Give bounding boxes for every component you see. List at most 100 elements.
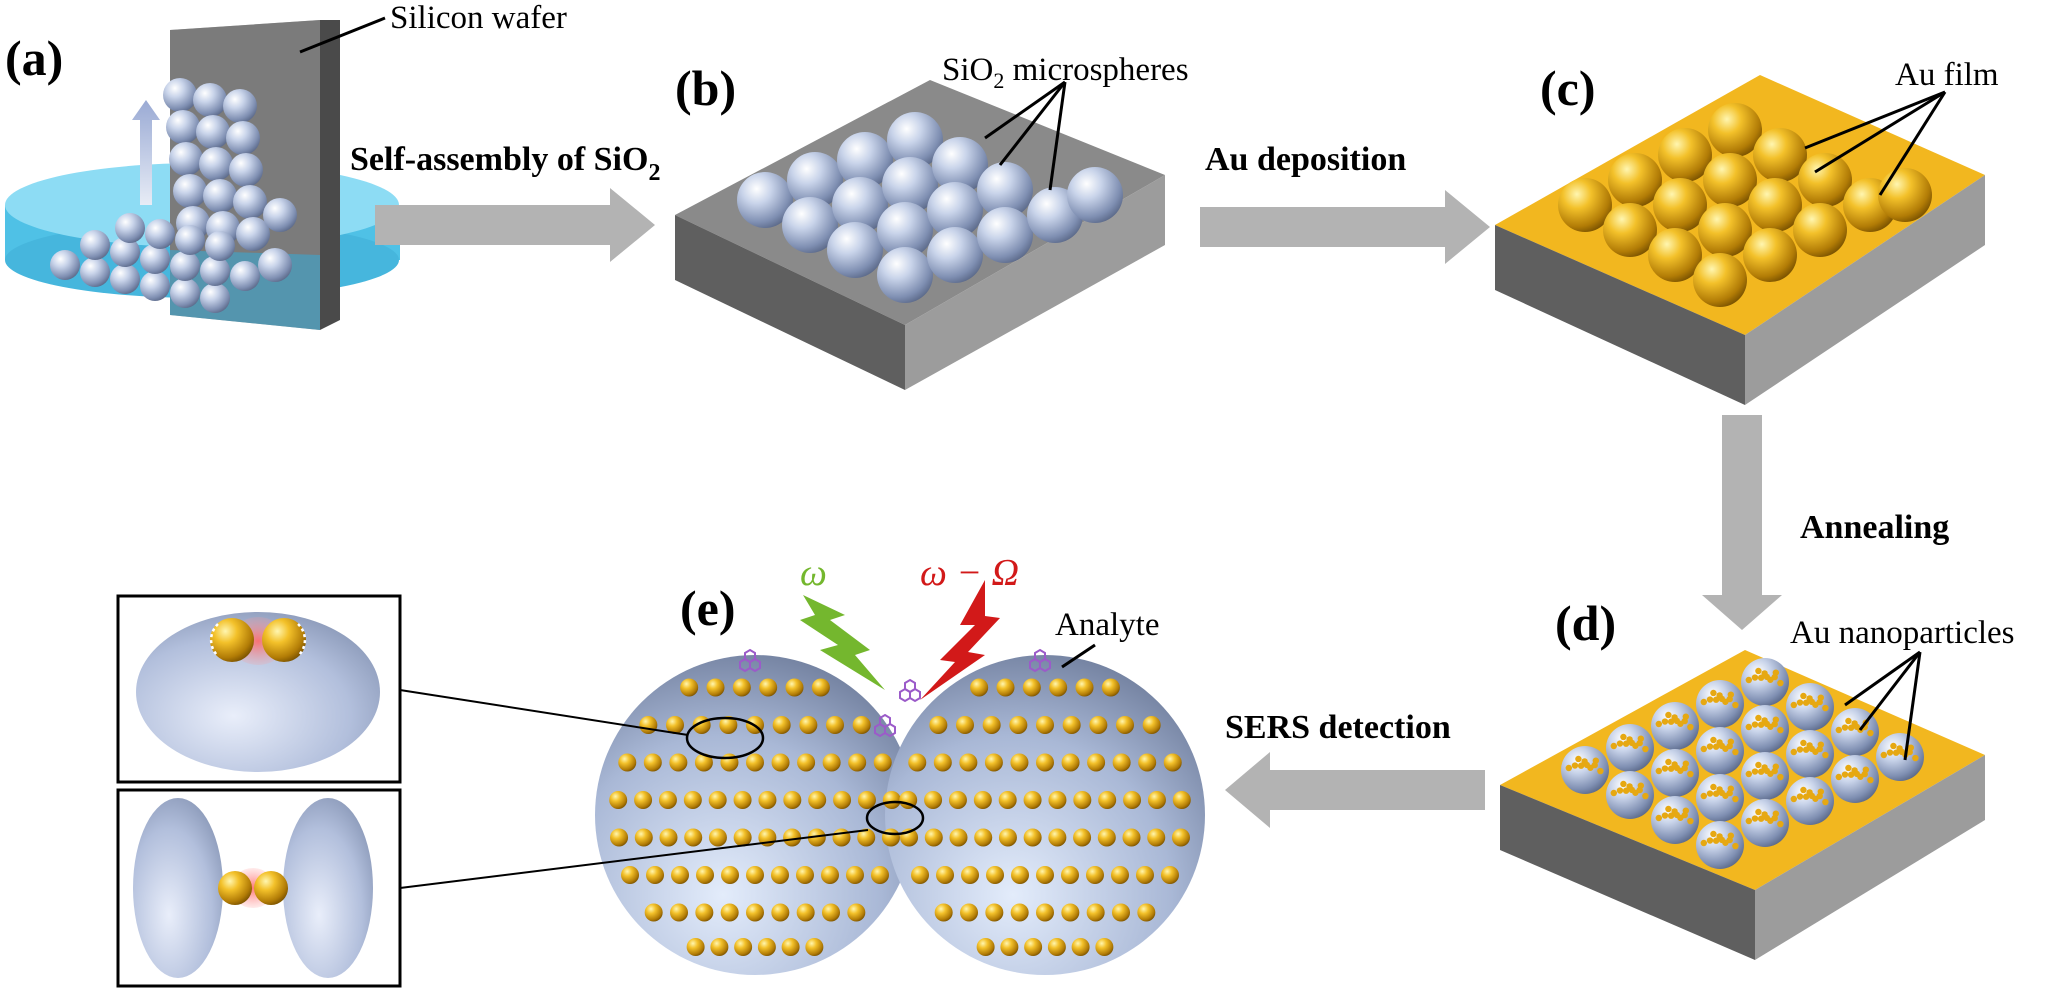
sio2-microspheres-leaders (984, 80, 1067, 191)
gold-nanoparticle (1890, 742, 1897, 750)
gold-nanoparticle (1160, 866, 1179, 884)
gold-nanoparticle (1845, 717, 1852, 725)
gold-nanoparticle (1642, 745, 1649, 753)
gold-nanoparticle (1010, 903, 1029, 922)
silicon-wafer-leader (299, 16, 386, 54)
gold-nanoparticle (1577, 762, 1585, 769)
gold-nanoparticle (1755, 667, 1762, 675)
panel-d: (d) Au nanoparticles (1500, 595, 2015, 960)
analyte-label: Analyte (1055, 607, 1159, 643)
gold-nanoparticle (882, 791, 901, 809)
gold-nanoparticle (929, 716, 948, 734)
gold-nanoparticle (1023, 828, 1042, 847)
inset-bottom (116, 788, 402, 988)
gold-nanoparticle (1655, 814, 1663, 822)
gold-nanoparticle (959, 753, 978, 772)
gold-nanoparticle (1655, 720, 1663, 728)
gold-nanoparticle (759, 678, 778, 697)
gold-nanoparticle (1048, 791, 1067, 809)
gold-nanoparticle (822, 753, 841, 772)
gold-nanoparticles-on-spheres (609, 678, 1191, 956)
gold-nanoparticle (1642, 792, 1649, 800)
gold-nanoparticle (734, 938, 753, 956)
withdraw-arrow-icon (132, 100, 160, 205)
gold-nanoparticle (1767, 723, 1774, 730)
self-assembly-label: Self-assembly of SiO2 (350, 141, 660, 186)
au-film-leaders (1804, 90, 1947, 196)
gold-nanoparticle (609, 791, 628, 809)
gold-nanoparticle (1745, 723, 1753, 731)
gold-nanoparticle (1616, 740, 1624, 747)
gold-nanoparticle (733, 828, 752, 847)
gold-nanoparticle (1700, 745, 1708, 753)
gold-nanoparticle (686, 938, 705, 956)
gold-nanoparticle (1123, 791, 1142, 809)
gold-nanoparticle (785, 678, 804, 697)
gold-nanoparticle (1089, 716, 1108, 734)
gold-nanoparticle (621, 866, 640, 884)
gold-nanoparticle (634, 791, 653, 809)
step-arrow-bc (1200, 190, 1490, 264)
gold-nanoparticle (781, 938, 800, 956)
panel-b-label: (b) (675, 60, 736, 116)
gold-nanoparticle (1036, 903, 1054, 922)
gold-nanoparticle (770, 866, 789, 884)
gold-nanoparticle (1665, 805, 1672, 813)
gold-nanoparticle (936, 866, 955, 884)
gold-nanoparticle (732, 678, 751, 697)
gold-nanoparticle (1022, 678, 1041, 697)
gold-nanoparticle (1616, 787, 1624, 794)
gold-nanoparticle (1597, 767, 1604, 775)
gold-nanoparticle (757, 938, 776, 956)
au-nanoparticles-label: Au nanoparticles (1790, 615, 2015, 651)
gold-nanoparticle (973, 791, 992, 809)
gold-nanoparticle (1661, 812, 1669, 819)
gold-nanoparticle (1822, 751, 1829, 759)
gold-nanoparticle (796, 903, 815, 922)
gold-nanoparticle (694, 753, 713, 772)
gold-nanoparticle (1745, 770, 1753, 778)
gold-nanoparticle (746, 866, 764, 884)
gold-nanoparticle (1755, 761, 1762, 769)
gold-nanoparticle (996, 678, 1015, 697)
gold-nanoparticle (998, 791, 1017, 809)
gold-nanoparticle (1841, 771, 1849, 778)
gold-nanoparticle (710, 938, 729, 956)
nanoparticle-decorated-sphere-array (1561, 658, 1924, 869)
panel-e: (e) ω ω − Ω Analyte (595, 552, 1205, 975)
gold-nanoparticle (1665, 758, 1672, 766)
gold-nanoparticle (1687, 770, 1694, 778)
gold-nanoparticle (1687, 817, 1694, 825)
gold-nanoparticle (1822, 798, 1829, 806)
gold-nanoparticle (1777, 773, 1784, 781)
gold-nanoparticle (1632, 742, 1639, 749)
gold-nanoparticle (1171, 828, 1190, 847)
gold-nanoparticle (659, 828, 678, 847)
gold-nanoparticle (1757, 721, 1765, 728)
gold-nanoparticle (974, 828, 993, 847)
gold-nanoparticle (1710, 830, 1717, 838)
gold-nanoparticle (1095, 938, 1114, 956)
gold-nanoparticle (1667, 718, 1675, 725)
gold-nanoparticle (1751, 815, 1759, 822)
scattered-bolt-icon (920, 580, 1000, 700)
gold-nanoparticle (1571, 762, 1579, 769)
gold-nanoparticle (1800, 739, 1807, 747)
gold-nanoparticle (934, 903, 953, 922)
gold-nanoparticle (1757, 768, 1765, 775)
gold-nanoparticle (758, 791, 777, 809)
gold-nanoparticle (1610, 742, 1618, 750)
step-arrow-de (1225, 752, 1485, 828)
gold-nanoparticle (961, 866, 980, 884)
gold-nanoparticle (1620, 733, 1627, 741)
gold-nanoparticle (1812, 795, 1819, 802)
gold-nanoparticle (719, 716, 738, 734)
gold-nanoparticle (618, 753, 637, 772)
gold-nanoparticle (1847, 771, 1855, 778)
gold-nanoparticle (680, 678, 699, 697)
gold-nanoparticle (1575, 755, 1582, 763)
gold-nanoparticle (1622, 740, 1630, 747)
gold-nanoparticle (821, 903, 840, 922)
gold-nanoparticle (666, 716, 684, 734)
